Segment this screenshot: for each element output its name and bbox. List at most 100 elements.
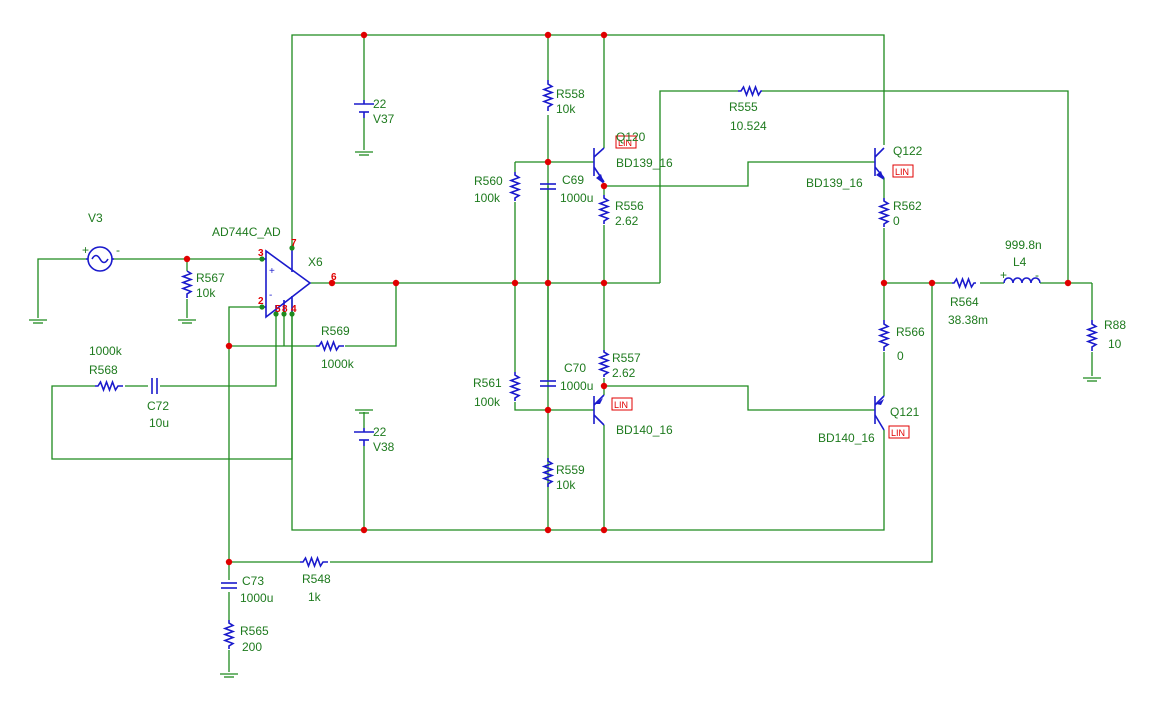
label-R568: R568 [89, 363, 118, 377]
resistor-R556 [597, 195, 611, 224]
transistor-Q120[interactable] [593, 147, 605, 184]
label-R567: R567 [196, 271, 225, 285]
value-R569: 1000k [321, 357, 355, 371]
component-labels: V3 R567 10k AD744C_AD X6 22 V37 22 V38 R… [88, 87, 1126, 654]
resistor-R565 [222, 620, 236, 649]
label-R565: R565 [240, 624, 269, 638]
lin-badge-Q121: LIN [891, 428, 905, 438]
capacitor-C73 [221, 582, 237, 589]
label-R558: R558 [556, 87, 585, 101]
transistor-Q122[interactable] [874, 147, 885, 180]
label-Q120: Q120 [616, 130, 646, 144]
ground-symbols [28, 151, 1102, 678]
value-R566: 0 [897, 349, 904, 363]
svg-text:8: 8 [282, 304, 288, 315]
svg-text:+: + [82, 243, 89, 257]
svg-text:3: 3 [258, 248, 264, 259]
value-C73: 1000u [240, 591, 273, 605]
value-R565: 200 [242, 640, 262, 654]
label-R88: R88 [1104, 318, 1126, 332]
resistor-R558 [541, 80, 555, 111]
svg-text:7: 7 [291, 238, 297, 249]
capacitor-C69 [540, 183, 556, 190]
battery-V38 [354, 428, 374, 446]
label-L4: L4 [1013, 255, 1027, 269]
label-R548: R548 [302, 572, 331, 586]
value-R568: 1000k [89, 344, 123, 358]
capacitor-C72 [151, 378, 158, 394]
value-V37: 22 [373, 97, 387, 111]
resistor-R560 [508, 172, 522, 201]
opamp-pin-numbers: 3 7 2 6 5 8 4 [258, 238, 337, 315]
lin-badge-Q119: LIN [614, 400, 628, 410]
value-R548: 1k [308, 590, 322, 604]
resistor-R562 [877, 198, 891, 227]
resistor-R567 [180, 270, 194, 298]
svg-text:+: + [269, 266, 275, 277]
resistor-R559 [541, 458, 555, 487]
value-R556: 2.62 [615, 214, 639, 228]
resistor-R569 [316, 339, 344, 353]
resistor-R564 [952, 276, 976, 290]
resistor-R561 [508, 372, 522, 401]
label-R566: R566 [896, 325, 925, 339]
value-R559: 10k [556, 478, 576, 492]
resistor-R568 [95, 379, 123, 393]
label-R561: R561 [473, 376, 502, 390]
label-C70: C70 [564, 361, 586, 375]
model-Q122: BD139_16 [806, 176, 863, 190]
resistor-R548 [300, 555, 328, 569]
junction-nodes [183, 31, 1072, 566]
value-R88: 10 [1108, 337, 1122, 351]
label-Q121: Q121 [890, 405, 920, 419]
battery-symbols [354, 100, 374, 446]
transistor-Q121[interactable] [874, 395, 885, 431]
lin-badge-Q120: LIN [618, 138, 632, 148]
label-R556: R556 [615, 199, 644, 213]
label-R560: R560 [474, 174, 503, 188]
resistor-symbols [95, 80, 1099, 649]
model-Q120: BD139_16 [616, 156, 673, 170]
label-X6: X6 [308, 255, 323, 269]
value-R564: 38.38m [948, 313, 988, 327]
svg-text:-: - [116, 243, 120, 257]
value-R557: 2.62 [612, 366, 636, 380]
value-R555: 10.524 [730, 119, 767, 133]
value-R562: 0 [893, 214, 900, 228]
label-C72: C72 [147, 399, 169, 413]
label-V3: V3 [88, 211, 103, 225]
label-R564: R564 [950, 295, 979, 309]
value-L4: 999.8n [1005, 238, 1042, 252]
battery-V37 [354, 100, 374, 118]
capacitor-C70 [540, 380, 556, 387]
svg-text:5: 5 [275, 304, 281, 315]
value-R561: 100k [474, 395, 501, 409]
inductor-L4[interactable]: + - [1000, 268, 1041, 284]
value-C69: 1000u [560, 191, 593, 205]
lin-badges: LIN LIN LIN LIN [611, 135, 914, 439]
value-R558: 10k [556, 102, 576, 116]
label-C69: C69 [562, 173, 584, 187]
value-R567: 10k [196, 286, 216, 300]
svg-text:-: - [269, 290, 272, 301]
svg-text:-: - [1035, 268, 1039, 282]
resistor-R555 [738, 84, 762, 98]
transistor-Q119[interactable] [593, 394, 605, 426]
label-X6-model: AD744C_AD [212, 225, 281, 239]
model-Q119: BD140_16 [616, 423, 673, 437]
svg-text:2: 2 [258, 296, 264, 307]
source-V3[interactable]: + - [82, 243, 120, 272]
model-Q121: BD140_16 [818, 431, 875, 445]
value-V38: 22 [373, 425, 387, 439]
resistor-R557 [597, 350, 611, 377]
label-R562: R562 [893, 199, 922, 213]
label-R569: R569 [321, 324, 350, 338]
resistor-R88 [1085, 320, 1099, 351]
label-C73: C73 [242, 574, 264, 588]
value-C70: 1000u [560, 379, 593, 393]
svg-text:4: 4 [291, 304, 297, 315]
svg-text:+: + [1000, 268, 1007, 282]
lin-badge-Q122: LIN [895, 167, 909, 177]
label-R559: R559 [556, 463, 585, 477]
